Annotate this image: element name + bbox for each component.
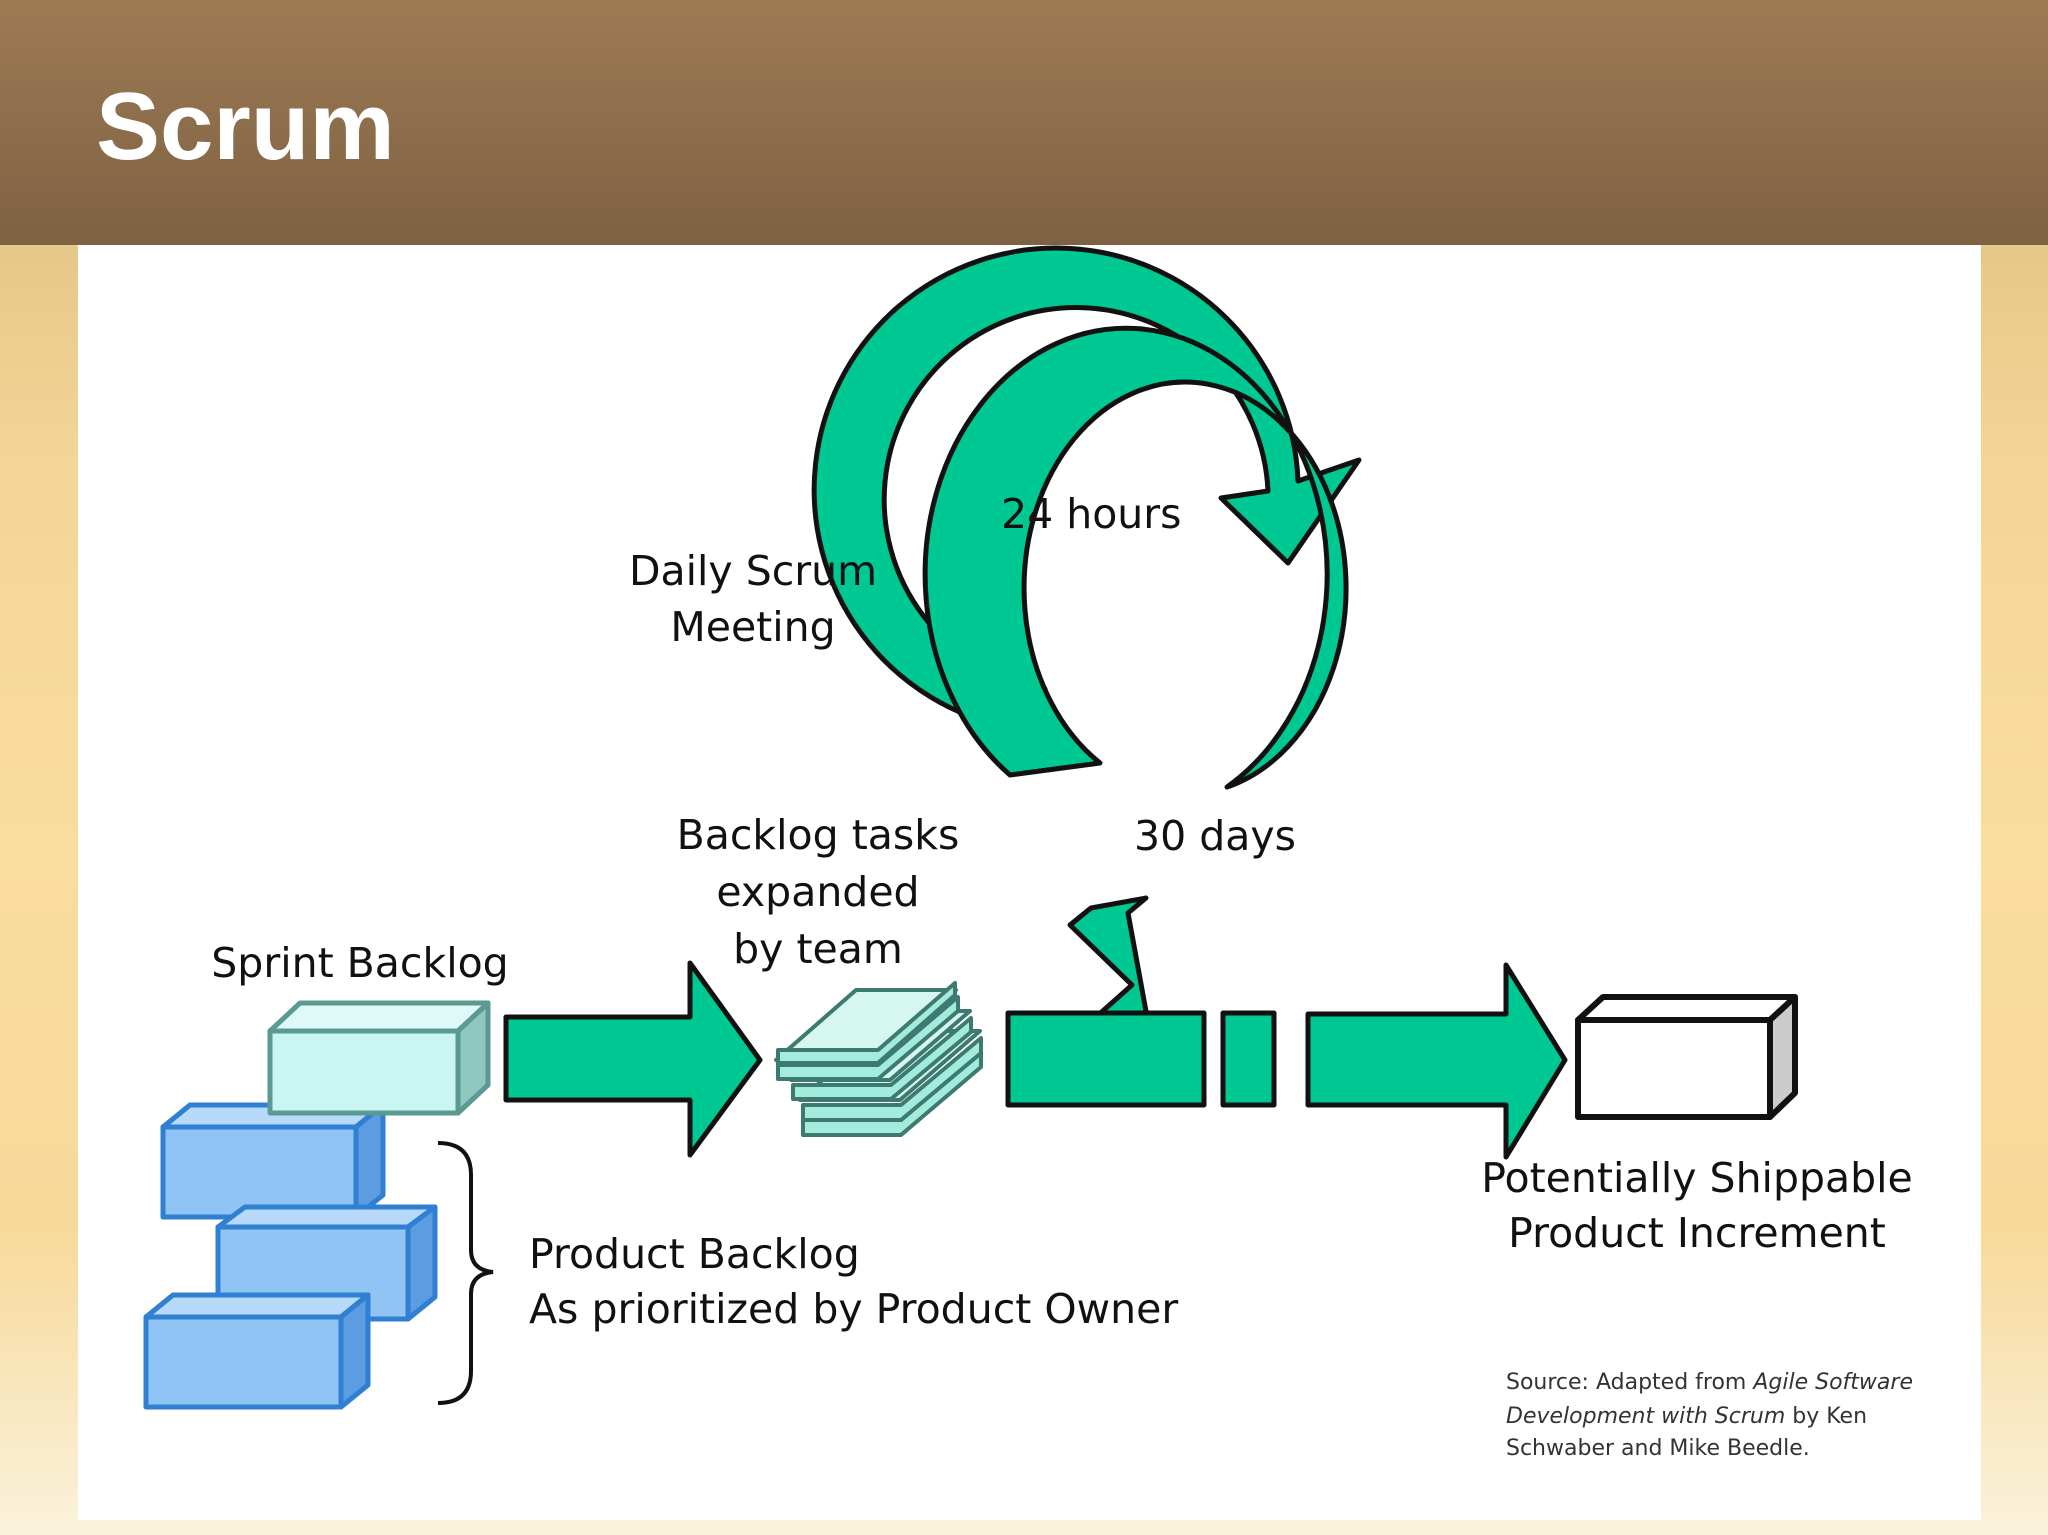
daily-cycle-loop <box>811 245 1362 731</box>
label-by-team: by team <box>733 925 903 973</box>
product-backlog-blocks <box>143 1102 438 1410</box>
label-expanded: expanded <box>716 868 919 916</box>
label-daily-scrum: Daily Scrum <box>629 547 877 595</box>
increment-arrow <box>1305 962 1568 1160</box>
sprint-cycle-loop <box>922 325 1349 790</box>
sprint-bar <box>1005 1010 1207 1108</box>
backlog-block-3 <box>143 1292 371 1320</box>
scrum-diagram: 24 hours Daily Scrum Meeting 30 days Bac… <box>143 245 1913 1461</box>
label-product-backlog: Product Backlog <box>529 1230 860 1278</box>
label-product-increment: Product Increment <box>1508 1209 1886 1257</box>
sprint-backlog-arrow <box>503 960 763 1158</box>
label-sprint-backlog: Sprint Backlog <box>211 939 508 987</box>
source-line-1: Source: Adapted from Agile Software <box>1506 1370 1913 1395</box>
label-meeting: Meeting <box>670 603 835 651</box>
sprint-bar-exit <box>1220 1010 1277 1108</box>
diagram-panel: 24 hours Daily Scrum Meeting 30 days Bac… <box>78 245 1981 1520</box>
label-prioritized: As prioritized by Product Owner <box>529 1285 1178 1333</box>
backlog-tasks-stack <box>774 981 983 1137</box>
label-potentially-shippable: Potentially Shippable <box>1481 1154 1913 1202</box>
label-24-hours: 24 hours <box>1001 490 1181 538</box>
source-line-3: Schwaber and Mike Beedle. <box>1506 1436 1810 1461</box>
product-backlog-brace <box>437 1141 494 1405</box>
title-bar <box>0 0 2048 245</box>
label-30-days: 30 days <box>1134 812 1296 860</box>
source-line-2: Development with Scrum by Ken <box>1506 1404 1867 1429</box>
sprint-backlog-box <box>267 1000 491 1116</box>
backlog-block-2 <box>215 1204 438 1230</box>
label-backlog-tasks: Backlog tasks <box>677 811 960 859</box>
slide-title: Scrum <box>96 73 395 180</box>
increment-box <box>1575 994 1798 1120</box>
